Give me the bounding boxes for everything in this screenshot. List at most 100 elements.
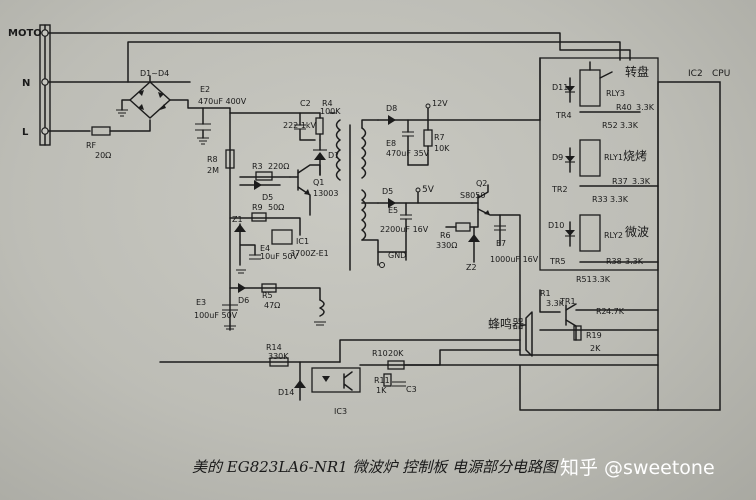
relay1	[565, 139, 601, 177]
d9-label: D9	[552, 153, 563, 162]
e5-value: 2200uF 16V	[380, 225, 429, 234]
r8-label: R8	[207, 155, 218, 164]
r10-label: R10	[372, 349, 388, 358]
turntable-label: 转盘	[625, 64, 649, 79]
bridge-rectifier	[116, 75, 231, 119]
ic3-label: IC3	[334, 407, 347, 416]
q1-transistor	[289, 164, 321, 216]
e4-label: E4	[260, 244, 270, 253]
d10-label: D10	[548, 221, 564, 230]
d7-label: D7	[328, 151, 339, 160]
grill-label: 烧烤	[623, 148, 647, 163]
ic3-out-wire	[359, 349, 521, 366]
r9-label: R9	[252, 203, 263, 212]
rf-resistor	[91, 126, 111, 136]
r14-label: R14	[266, 343, 282, 352]
r4-value: 100K	[320, 107, 341, 116]
ic1-wire	[229, 217, 301, 236]
r5-label: R5	[262, 291, 273, 300]
r51-label: R51	[576, 275, 592, 284]
r3-value: 220Ω	[268, 162, 289, 171]
transformer-secondary	[361, 119, 379, 266]
n-wire-top	[127, 41, 621, 83]
r3-label: R3	[252, 162, 263, 171]
r2-label: R2	[596, 307, 607, 316]
tr1-label: TR1	[559, 297, 576, 306]
e5-label: E5	[388, 206, 398, 215]
rf-wire	[109, 119, 151, 132]
r8-resistor	[225, 149, 235, 169]
c2-label: C2	[300, 99, 311, 108]
r4-label: R4	[322, 99, 333, 108]
d6-wire	[229, 287, 321, 301]
rly1-label: RLY1	[604, 153, 623, 162]
terminal-n-label: N	[22, 78, 30, 89]
c2-value: 222 1kV	[283, 121, 317, 130]
r40-value: 3.3K	[636, 103, 655, 112]
r40-label: R40	[616, 103, 632, 112]
r2-value: 4.7K	[606, 307, 625, 316]
watermark: 知乎 @sweetone	[560, 457, 715, 479]
r19-label: R19	[586, 331, 602, 340]
ic2-cpu	[657, 81, 721, 411]
e3-label: E3	[196, 298, 206, 307]
d5-label: D5	[262, 193, 273, 202]
c3-label: C3	[406, 385, 417, 394]
r9-value: 50Ω	[268, 203, 284, 212]
d11-label: D11	[552, 83, 568, 92]
z1-wire	[239, 223, 256, 266]
buzzer-symbol	[519, 311, 533, 357]
cpu-feedback	[403, 364, 659, 411]
hv-rail	[229, 107, 321, 114]
caption: 美的 EG823LA6-NR1 微波炉 控制板 电源部分电路图	[192, 458, 559, 476]
terminal-block	[39, 24, 51, 146]
r8-value: 2M	[207, 166, 219, 175]
r37-label: R37	[612, 177, 628, 186]
tr4-label: TR4	[555, 111, 572, 120]
r1-label: R1	[540, 289, 551, 298]
e4-value: 10uF 50V	[260, 252, 299, 261]
r6-resistor	[455, 222, 471, 232]
q2-value: S8050	[460, 191, 485, 200]
microwave-label: 微波	[625, 225, 649, 239]
d5b-label: D5	[382, 187, 393, 196]
transformer-primary	[329, 112, 351, 271]
ic2-value: CPU	[712, 69, 730, 79]
r19-resistor	[573, 325, 582, 341]
gnd-label: GND	[388, 251, 406, 260]
r52-value: 3.3K	[620, 121, 639, 130]
relay2	[565, 214, 601, 252]
r6-label: R6	[440, 231, 451, 240]
e2-capacitor	[195, 107, 211, 145]
v5-label: 5V	[422, 185, 435, 195]
r5-value: 47Ω	[264, 301, 280, 310]
e7-value: 1000uF 16V	[490, 255, 539, 264]
aux-ground	[314, 321, 326, 326]
ic2-label: IC2	[688, 69, 703, 79]
r19-value: 2K	[590, 344, 601, 353]
ic3-top-wire	[339, 339, 521, 363]
r11-value: 1K	[376, 386, 387, 395]
terminal-moto-label: MOTO	[8, 28, 42, 39]
r1-value: 3.3K	[546, 299, 565, 308]
relay3	[565, 61, 613, 107]
rly3-label: RLY3	[606, 89, 625, 98]
r5-resistor	[261, 283, 277, 293]
e3-capacitor	[222, 304, 238, 311]
q1-label: Q1	[313, 178, 324, 187]
r11-label: R11	[374, 376, 390, 385]
rly2-label: RLY2	[604, 231, 623, 240]
d8-diode	[388, 115, 396, 125]
ic3-optocoupler	[311, 367, 361, 393]
r37-value: 3.3K	[632, 177, 651, 186]
ic3-transistor	[343, 371, 353, 391]
v12-label: 12V	[432, 99, 448, 108]
q1-value: 13003	[313, 189, 338, 198]
r7-wire	[407, 119, 429, 166]
tr5-label: TR5	[549, 257, 566, 266]
d6-label: D6	[238, 296, 249, 305]
e2-label: E2	[200, 85, 210, 94]
r33-label: R33	[592, 195, 608, 204]
r38-value: 3.3K	[625, 257, 644, 266]
